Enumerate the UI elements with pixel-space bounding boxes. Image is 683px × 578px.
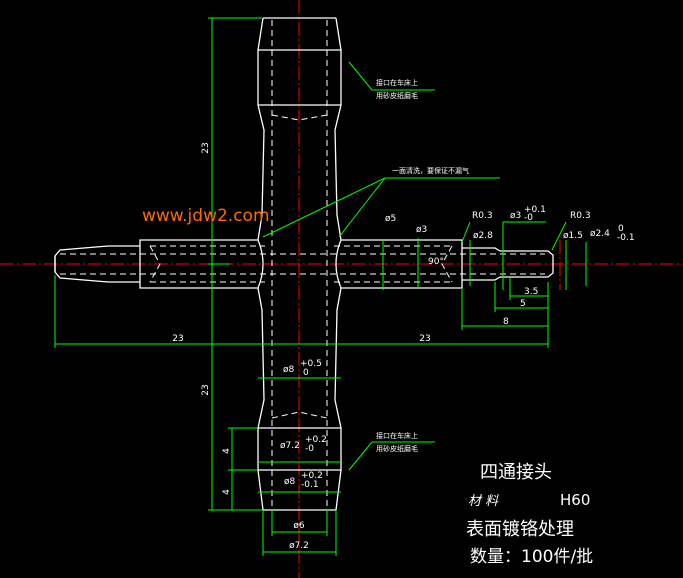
bottom-barb-right: [335, 428, 342, 511]
tube-left-lower: [257, 287, 265, 429]
note-top-line2: 用砂皮纸磨毛: [376, 91, 418, 100]
notes: 接口在车床上 用砂皮纸磨毛 一面清洗，要保证不漏气 接口在车床上 用砂皮纸磨毛: [376, 78, 469, 453]
label-dia1-5: ø1.5: [563, 231, 583, 241]
quantity: 数量：100件/批: [470, 547, 593, 567]
label-dia7-2b: ø7.2: [289, 541, 309, 551]
drill-point-right: [441, 245, 453, 283]
label-angle: 90°: [428, 257, 444, 267]
surface-treatment: 表面镀铬处理: [466, 519, 574, 540]
label-dia6: ø6: [293, 521, 305, 531]
right-nozzle: [462, 247, 554, 281]
label-r-right: R0.3: [570, 211, 591, 221]
material-value: H60: [560, 491, 590, 509]
label-dia2-4: ø2.4: [590, 229, 610, 239]
tube-right-cross: [335, 239, 342, 289]
label-dia3: ø3: [416, 225, 427, 235]
dimension-labels: 23 23 23 23 ø5 ø3 90° R0.3 ø2.8 ø3 +0.1 …: [172, 142, 634, 551]
right-branch: [341, 239, 463, 289]
label-width-right: 23: [419, 334, 430, 344]
label-height-upper: 23: [201, 142, 211, 153]
drill-point-left: [149, 245, 161, 283]
bottom-barb-left: [257, 428, 264, 511]
leader-r-left: [461, 221, 471, 243]
tube-right-lower: [334, 287, 342, 429]
label-dia7-2: ø7.2: [280, 441, 300, 451]
leader-note-middle-2: [338, 177, 386, 238]
label-dia8: ø8: [283, 365, 295, 375]
leader-note-bottom: [348, 441, 435, 471]
label-len-3-5: 3.5: [524, 287, 538, 297]
leader-r-right: [551, 221, 567, 251]
label-seg-4a: 4: [222, 448, 232, 454]
label-len-5: 5: [520, 299, 526, 309]
label-dia3-tol-lower: -0: [524, 213, 533, 223]
label-r-left: R0.3: [472, 211, 493, 221]
top-barb-left: [257, 17, 264, 105]
watermark: www.jdw2.com: [142, 206, 270, 226]
label-seg-4b: 4: [222, 489, 232, 495]
note-bottom-line1: 接口在车床上: [376, 431, 418, 440]
top-barb-right: [335, 17, 342, 105]
label-width-left: 23: [172, 334, 183, 344]
label-dia8b: ø8: [284, 477, 296, 487]
label-dia8-tol-lower: 0: [303, 368, 309, 378]
part-name: 四通接头: [480, 462, 552, 483]
note-top-line1: 接口在车床上: [376, 78, 418, 87]
label-dia8b-tol-lower: -0.1: [301, 480, 319, 490]
left-branch: [139, 239, 258, 289]
label-dia8-tol-upper: +0.5: [300, 359, 322, 369]
label-dia7-2-tol-upper: +0.2: [305, 435, 327, 445]
note-bottom-line2: 用砂皮纸磨毛: [376, 444, 418, 453]
label-dia7-2-tol-lower: -0: [305, 444, 314, 454]
material-label: 材 料: [468, 494, 499, 509]
tube-right-upper: [334, 104, 342, 241]
tube-left-upper: [257, 104, 265, 241]
note-middle: 一面清洗，要保证不漏气: [392, 166, 469, 175]
hidden-lines: [60, 20, 545, 508]
label-dia8b-tol-upper: +0.2: [301, 471, 323, 481]
label-dia2-4-tol-upper: 0: [618, 224, 624, 234]
label-dia3-nozzle: ø3: [510, 211, 521, 221]
label-dia2-8: ø2.8: [473, 231, 493, 241]
label-dia3-tol-upper: +0.1: [524, 205, 546, 215]
label-len-8: 8: [503, 317, 509, 327]
tube-left-cross: [257, 239, 264, 289]
label-dia2-4-tol-lower: -0.1: [617, 233, 635, 243]
title-block: 四通接头 材 料 H60 表面镀铬处理 数量：100件/批: [466, 462, 593, 567]
leader-note-top: [348, 61, 435, 91]
label-dia5: ø5: [385, 214, 396, 224]
label-height-lower: 23: [201, 384, 211, 395]
dimension-lines: [54, 17, 587, 556]
